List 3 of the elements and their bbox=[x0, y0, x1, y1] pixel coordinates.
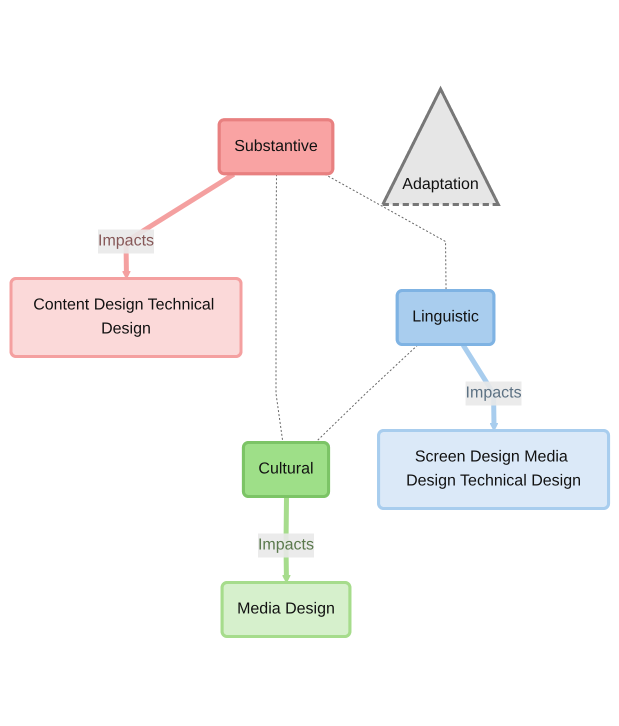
edge-label: Impacts bbox=[465, 384, 522, 402]
edge-label: Impacts bbox=[258, 536, 314, 554]
edge-label: Impacts bbox=[98, 232, 154, 250]
